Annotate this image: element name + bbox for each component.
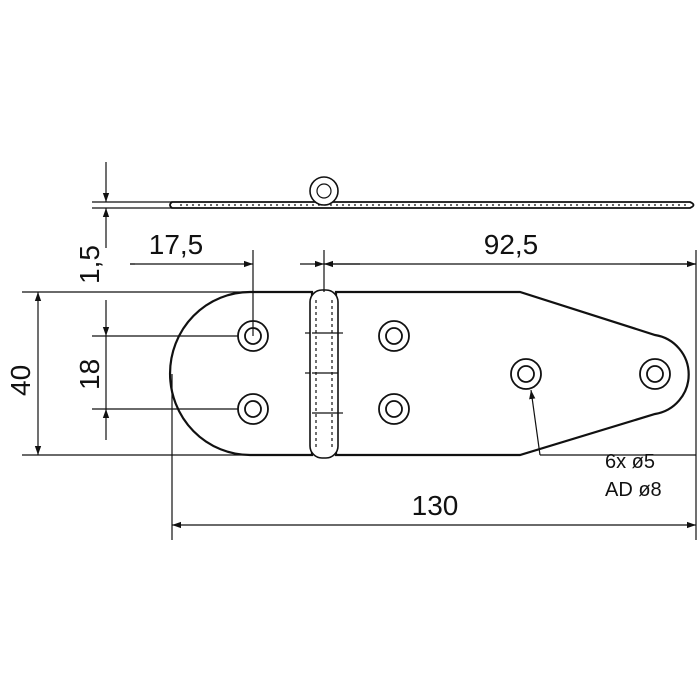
side-view — [169, 176, 695, 209]
right-leaf — [334, 290, 690, 457]
hole — [510, 358, 542, 390]
hole — [378, 393, 410, 425]
dimension-total-length: 130 — [171, 374, 696, 540]
dimension-width-label: 40 — [5, 365, 36, 396]
plan-view — [168, 289, 690, 459]
left-leaf — [168, 290, 314, 457]
hole-callout-line2: AD ø8 — [605, 479, 662, 501]
dimension-total-length-label: 130 — [412, 490, 459, 521]
dimension-hole-spacing-label: 18 — [74, 359, 105, 390]
side-view-plate — [169, 201, 695, 209]
dimension-pin-to-end-label: 92,5 — [484, 229, 539, 260]
hole — [639, 358, 671, 390]
side-view-knuckle — [309, 176, 339, 206]
dimension-edge-to-hole-label: 17,5 — [149, 229, 204, 260]
hole-callout-line1: 6x ø5 — [605, 451, 655, 473]
dimension-hole-spacing: 18 — [74, 300, 238, 440]
dimension-thickness-label: 1,5 — [74, 245, 105, 284]
hinge-barrel — [305, 289, 343, 459]
hole-callout: 6x ø5 AD ø8 — [529, 389, 696, 501]
dimension-thickness: 1,5 — [74, 162, 172, 284]
hole — [378, 320, 410, 352]
dimension-width: 40 — [5, 291, 250, 456]
dimension-top: 17,5 92,5 — [130, 229, 697, 540]
